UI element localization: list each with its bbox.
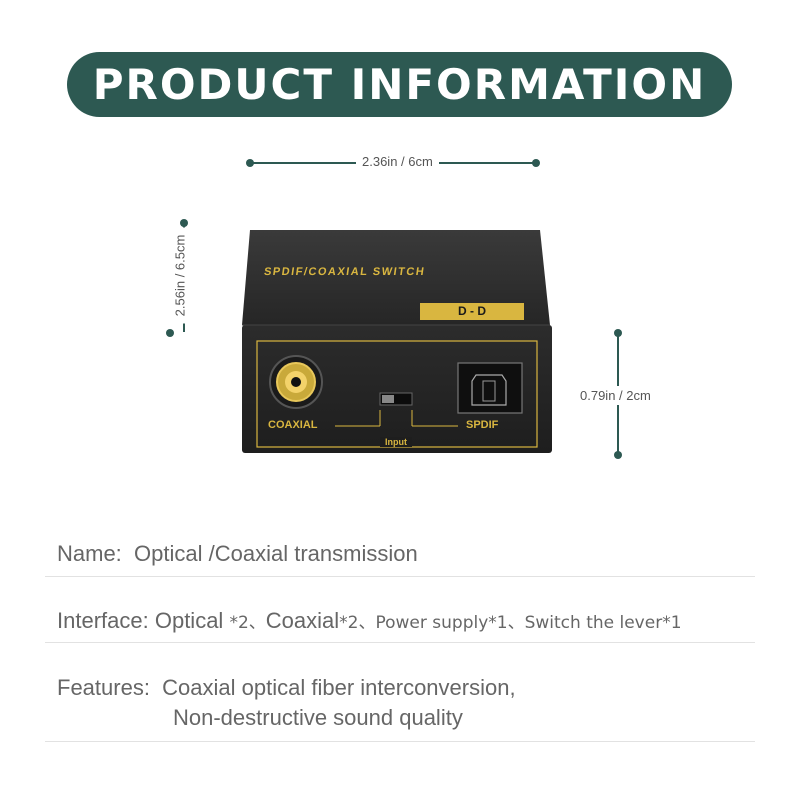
- coaxial-port-label: COAXIAL: [268, 419, 318, 431]
- height-label: 0.79in / 2cm: [580, 386, 651, 405]
- converter-device: SPDIF/COAXIAL SWITCH D - D COAXIAL SPDIF…: [240, 225, 552, 455]
- divider: [45, 741, 755, 742]
- page-title: PRODUCT INFORMATION: [92, 60, 707, 109]
- dimension-dot: [532, 159, 540, 167]
- spec-interface-label: Interface:: [57, 608, 149, 633]
- dimension-dot: [614, 451, 622, 459]
- spdif-port-label: SPDIF: [466, 419, 499, 431]
- spec-interface-coaxial-count: *2、: [339, 613, 376, 633]
- device-top-label: SPDIF/COAXIAL SWITCH: [263, 266, 427, 278]
- title-banner: PRODUCT INFORMATION: [67, 52, 732, 117]
- device-badge: D - D: [458, 304, 486, 318]
- length-label: 2.56in / 6.5cm: [172, 227, 188, 324]
- divider: [45, 642, 755, 643]
- spec-interface-coaxial: Coaxial: [265, 608, 340, 633]
- spec-interface-row: Interface: Optical *2、Coaxial*2、Power su…: [57, 608, 682, 634]
- spec-interface-optical-count: *2、: [229, 613, 266, 633]
- width-label: 2.36in / 6cm: [356, 154, 439, 169]
- spec-features-label: Features:: [57, 675, 150, 700]
- spec-interface-power: Power supply*1、: [375, 613, 525, 633]
- spec-features-line2: Non-destructive sound quality: [173, 705, 463, 730]
- spec-features-line2-row: Non-destructive sound quality: [173, 705, 463, 731]
- spec-features-line1: Coaxial optical fiber interconversion,: [162, 675, 516, 700]
- spec-name-label: Name:: [57, 541, 122, 566]
- spec-features-row: Features: Coaxial optical fiber intercon…: [57, 675, 516, 701]
- spec-name-value: Optical /Coaxial transmission: [134, 541, 418, 566]
- spec-interface-optical: Optical: [154, 608, 230, 633]
- spec-interface-switch: Switch the lever*1: [524, 613, 682, 633]
- spec-name-row: Name: Optical /Coaxial transmission: [57, 541, 418, 567]
- dimension-dot: [166, 329, 174, 337]
- divider: [45, 576, 755, 577]
- input-switch-label: Input: [380, 437, 412, 447]
